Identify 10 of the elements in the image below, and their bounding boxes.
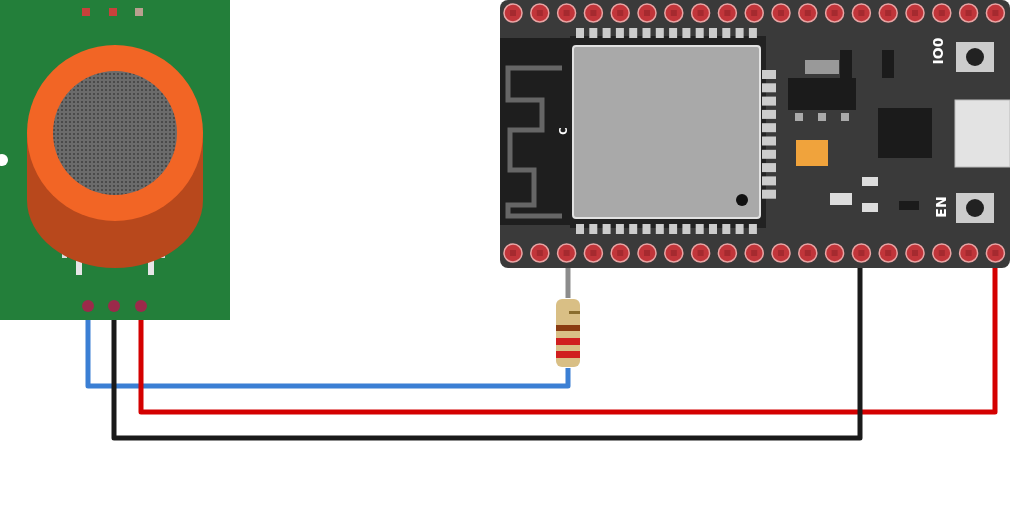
wire xyxy=(565,268,571,298)
silkscreen-label: EN xyxy=(933,196,948,218)
gas-sensor-module-drawing xyxy=(0,0,230,320)
wire xyxy=(85,320,571,389)
microcontroller-board-drawing xyxy=(500,0,1010,268)
wire xyxy=(138,268,998,415)
wire xyxy=(111,268,863,441)
silkscreen-label: C xyxy=(558,127,569,135)
resistor-drawing xyxy=(555,298,581,368)
silkscreen-label: IO0 xyxy=(931,37,946,65)
